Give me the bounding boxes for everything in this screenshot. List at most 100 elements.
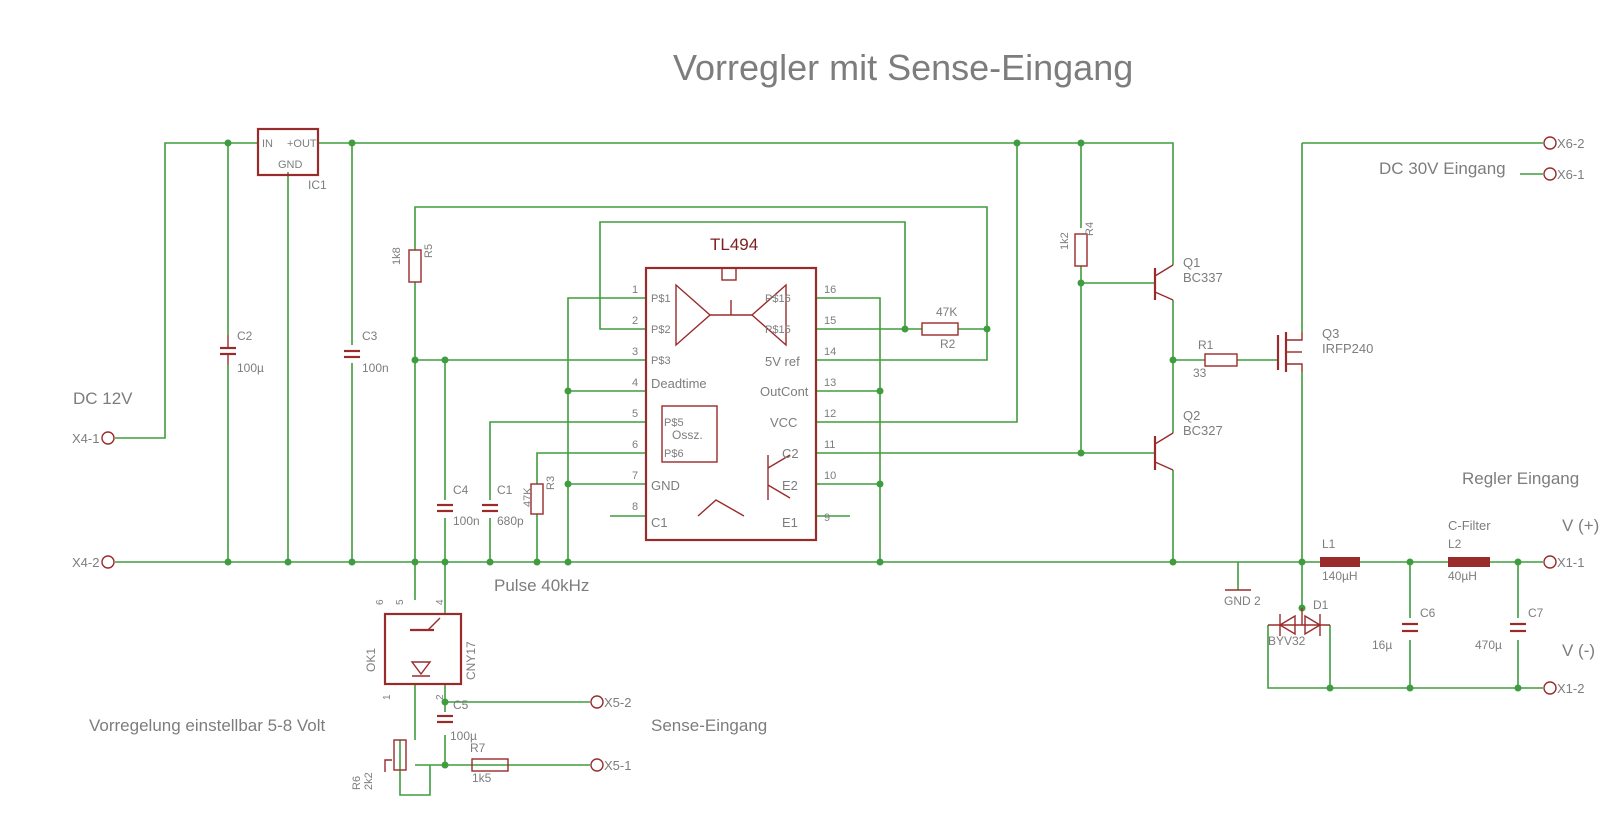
svg-text:11: 11 xyxy=(824,439,835,451)
connector-x5-1[interactable]: X5-1 xyxy=(590,758,631,773)
svg-text:E1: E1 xyxy=(782,515,798,530)
capacitor-c4[interactable]: C4 100n xyxy=(437,483,480,528)
svg-text:1k8: 1k8 xyxy=(391,247,403,265)
label-vplus: V (+) xyxy=(1562,516,1599,535)
svg-text:P$5: P$5 xyxy=(664,417,684,429)
svg-text:40µH: 40µH xyxy=(1448,569,1477,583)
svg-text:P$2: P$2 xyxy=(651,324,671,336)
capacitor-c6[interactable]: C6 16µ xyxy=(1372,606,1436,652)
label-vorregelung: Vorregelung einstellbar 5-8 Volt xyxy=(89,716,326,735)
svg-text:E2: E2 xyxy=(782,478,798,493)
svg-text:R1: R1 xyxy=(1198,338,1214,352)
svg-text:16: 16 xyxy=(824,284,836,296)
svg-text:IC1: IC1 xyxy=(308,178,327,192)
svg-text:140µH: 140µH xyxy=(1322,569,1358,583)
svg-text:R5: R5 xyxy=(423,244,435,258)
capacitor-c3[interactable]: C3 100n xyxy=(344,329,389,375)
connector-x6-2[interactable]: X6-2 xyxy=(1543,136,1584,151)
svg-text:D1: D1 xyxy=(1313,598,1329,612)
label-pulse: Pulse 40kHz xyxy=(494,576,589,595)
svg-text:VCC: VCC xyxy=(770,415,797,430)
ic1-regulator[interactable]: IN +OUT GND IC1 xyxy=(256,127,327,192)
diagram-title: Vorregler mit Sense-Eingang xyxy=(673,47,1133,88)
resistor-r1[interactable]: R1 33 xyxy=(1193,338,1238,380)
label-vminus: V (-) xyxy=(1562,641,1595,660)
svg-text:P$3: P$3 xyxy=(651,355,671,367)
svg-text:2: 2 xyxy=(435,694,446,700)
diode-d1[interactable]: D1 BYV32 xyxy=(1268,598,1330,648)
svg-text:C2: C2 xyxy=(782,446,799,461)
svg-text:4: 4 xyxy=(632,377,638,389)
svg-text:BC337: BC337 xyxy=(1183,270,1223,285)
inductor-l1[interactable]: L1 140µH xyxy=(1320,537,1360,583)
connector-x1-1[interactable]: X1-1 xyxy=(1543,555,1584,570)
capacitor-c7[interactable]: C7 470µ xyxy=(1475,606,1544,652)
svg-text:100µ: 100µ xyxy=(450,729,477,743)
label-sense: Sense-Eingang xyxy=(651,716,767,735)
svg-text:5: 5 xyxy=(632,408,638,420)
resistor-r2[interactable]: 47K R2 xyxy=(921,305,959,351)
connector-x6-1[interactable]: X6-1 xyxy=(1520,167,1584,182)
svg-text:R3: R3 xyxy=(545,476,557,490)
label-dc12v: DC 12V xyxy=(73,389,133,408)
svg-text:C5: C5 xyxy=(453,698,469,712)
connector-x4-2[interactable]: X4-2 xyxy=(72,555,115,570)
capacitor-c2[interactable]: C2 100µ xyxy=(220,329,264,375)
svg-text:C2: C2 xyxy=(237,329,253,343)
svg-text:10: 10 xyxy=(824,470,836,482)
svg-text:R6: R6 xyxy=(351,776,363,790)
svg-text:5V ref: 5V ref xyxy=(765,354,800,369)
connector-x1-2[interactable]: X1-2 xyxy=(1543,681,1584,696)
svg-text:2: 2 xyxy=(632,315,638,327)
resistor-r3[interactable]: 47K R3 xyxy=(522,476,557,515)
svg-text:8: 8 xyxy=(632,501,638,513)
connector-x5-2[interactable]: X5-2 xyxy=(590,695,631,710)
tl494-right-pins: 16 P$16 15 P$15 14 5V ref 13 OutCont 12 … xyxy=(760,284,836,530)
svg-text:6: 6 xyxy=(375,599,386,605)
svg-text:6: 6 xyxy=(632,439,638,451)
tl494-left-pins: 1 P$1 2 P$2 3 P$3 4 Deadtime 5 P$5 6 P$6… xyxy=(632,284,707,530)
svg-text:+OUT: +OUT xyxy=(287,138,317,150)
svg-text:IN: IN xyxy=(262,138,273,150)
svg-text:Q2: Q2 xyxy=(1183,408,1200,423)
resistor-r5[interactable]: 1k8 R5 xyxy=(391,244,435,283)
mosfet-q3[interactable]: Q3 IRFP240 xyxy=(1276,326,1373,372)
svg-text:16µ: 16µ xyxy=(1372,638,1392,652)
svg-text:2k2: 2k2 xyxy=(363,772,375,790)
svg-text:X4-2: X4-2 xyxy=(72,555,99,570)
resistor-r4[interactable]: 1k2 R4 xyxy=(1059,222,1096,267)
junctions xyxy=(224,139,1522,769)
capacitor-c1[interactable]: C1 680p xyxy=(482,483,524,528)
svg-text:C1: C1 xyxy=(651,515,668,530)
svg-text:C7: C7 xyxy=(1528,606,1544,620)
svg-text:100µ: 100µ xyxy=(237,361,264,375)
svg-text:X5-2: X5-2 xyxy=(604,695,631,710)
svg-text:5: 5 xyxy=(395,599,406,605)
svg-text:47K: 47K xyxy=(522,487,534,507)
svg-text:Deadtime: Deadtime xyxy=(651,376,707,391)
svg-text:9: 9 xyxy=(824,512,830,524)
optocoupler-ok1[interactable]: 6 5 4 1 2 OK1 CNY17 xyxy=(364,599,478,700)
svg-text:12: 12 xyxy=(824,408,836,420)
resistor-r7[interactable]: R7 1k5 xyxy=(470,741,509,785)
label-dc30v: DC 30V Eingang xyxy=(1379,159,1506,178)
inductor-l2[interactable]: L2 40µH xyxy=(1448,537,1490,583)
svg-text:GND 2: GND 2 xyxy=(1224,594,1261,608)
svg-text:680p: 680p xyxy=(497,514,524,528)
potentiometer-r6[interactable]: R6 2k2 xyxy=(351,739,407,790)
connector-x4-1[interactable]: X4-1 xyxy=(72,431,115,446)
label-cfilter: C-Filter xyxy=(1448,518,1491,533)
svg-text:14: 14 xyxy=(824,346,836,358)
svg-text:CNY17: CNY17 xyxy=(464,641,478,680)
svg-text:1k2: 1k2 xyxy=(1059,232,1071,250)
svg-text:GND: GND xyxy=(651,478,680,493)
transistor-q2[interactable]: Q2 BC327 xyxy=(1153,408,1223,471)
svg-text:X1-1: X1-1 xyxy=(1557,555,1584,570)
transistor-q1[interactable]: Q1 BC337 xyxy=(1153,255,1223,301)
tl494-ic[interactable]: TL494 Ossz. 1 P$1 2 P$2 3 P$3 4 Deadtime… xyxy=(632,235,836,542)
capacitor-c5[interactable]: C5 100µ xyxy=(437,698,477,743)
svg-text:R2: R2 xyxy=(940,337,956,351)
svg-text:X6-1: X6-1 xyxy=(1557,167,1584,182)
svg-text:GND: GND xyxy=(278,159,303,171)
